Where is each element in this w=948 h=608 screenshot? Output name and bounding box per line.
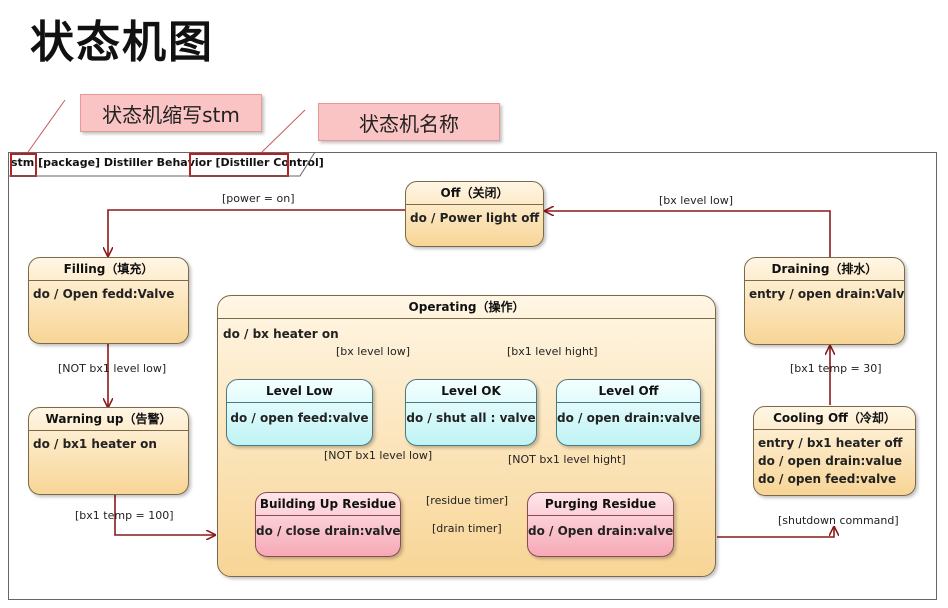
- state-activity: do / Open drain:valve: [528, 524, 674, 538]
- state-activity: do / bx heater on: [223, 327, 339, 341]
- edge-off-to-filling: [108, 209, 405, 256]
- callout-leader-name: [261, 109, 306, 153]
- state-cooling-off: Cooling Off（冷却） entry / bx1 heater off d…: [753, 406, 916, 496]
- state-activity: entry / bx1 heater off: [758, 436, 903, 450]
- state-warning-up: Warning up（告警） do / bx1 heater on: [28, 407, 189, 495]
- state-activity: do / shut all : valve: [406, 411, 536, 425]
- state-purging-residue: Purging Residue do / Open drain:valve: [527, 492, 674, 557]
- guard-power-on: [power = on]: [222, 192, 295, 205]
- state-activity: do / open feed:valve: [230, 411, 369, 425]
- state-off: Off（关闭） do / Power light off: [405, 181, 544, 247]
- state-activity: do / bx1 heater on: [33, 437, 157, 451]
- state-level-low: Level Low do / open feed:valve: [226, 379, 373, 446]
- frame-tab: [8, 151, 316, 177]
- state-activity: do / open drain:valve: [557, 411, 701, 425]
- state-activity: do / close drain:valve: [256, 524, 401, 538]
- guard-inner-bx-level-low: [bx level low]: [336, 345, 411, 358]
- state-activity: entry / open drain:Valve: [749, 287, 905, 301]
- guard-inner-bx1-level-hight: [bx1 level hight]: [507, 345, 598, 358]
- guard-inner-not-bx1-level-hight: [NOT bx1 level hight]: [508, 453, 626, 466]
- state-name: Building Up Residue: [256, 493, 400, 516]
- state-filling: Filling（填充） do / Open fedd:Valve: [28, 257, 189, 344]
- callout-name: 状态机名称: [318, 103, 500, 141]
- state-level-ok: Level OK do / shut all : valve: [405, 379, 537, 446]
- state-name: Operating（操作）: [218, 296, 715, 319]
- guard-drain-timer: [drain timer]: [432, 522, 502, 535]
- state-activity: do / Power light off: [410, 211, 540, 225]
- guard-shutdown-command: [shutdown command]: [778, 514, 899, 527]
- state-name: Level Off: [557, 380, 700, 403]
- frame-machine-name: [Distiller Control]: [215, 156, 324, 169]
- state-name: Purging Residue: [528, 493, 673, 516]
- state-name: Warning up（告警）: [29, 408, 188, 431]
- state-name: Filling（填充）: [29, 258, 188, 281]
- state-level-off: Level Off do / open drain:valve: [556, 379, 701, 446]
- state-name: Level OK: [406, 380, 536, 403]
- state-name: Draining（排水）: [745, 258, 904, 281]
- state-draining: Draining（排水） entry / open drain:Valve: [744, 257, 905, 345]
- frame-keyword: stm: [11, 156, 35, 169]
- state-activity-list: entry / bx1 heater off do / open drain:v…: [754, 430, 915, 488]
- state-name: Level Low: [227, 380, 372, 403]
- state-name: Off（关闭）: [406, 182, 543, 205]
- state-activity: do / open feed:valve: [758, 472, 897, 486]
- frame-package: [package] Distiller Behavior: [34, 156, 216, 169]
- frame-label: stm [package] Distiller Behavior [Distil…: [11, 156, 324, 169]
- guard-bx1-temp-30: [bx1 temp = 30]: [790, 362, 882, 375]
- state-activity: do / open drain:value: [758, 454, 903, 468]
- guard-not-bx1-level-low: [NOT bx1 level low]: [58, 362, 167, 375]
- guard-residue-timer: [residue timer]: [426, 494, 509, 507]
- edge-operating-to-cooling: [717, 527, 834, 538]
- state-activity: do / Open fedd:Valve: [33, 287, 175, 301]
- state-building-up-residue: Building Up Residue do / close drain:val…: [255, 492, 401, 557]
- page-title: 状态机图: [30, 17, 214, 68]
- guard-bx1-temp-100: [bx1 temp = 100]: [75, 509, 174, 522]
- state-name: Cooling Off（冷却）: [754, 407, 915, 430]
- callout-leader-abbrev: [27, 99, 66, 153]
- edge-warning-to-operating: [114, 495, 215, 535]
- callout-abbrev: 状态机缩写stm: [80, 94, 262, 132]
- guard-bx-level-low-top: [bx level low]: [659, 194, 734, 207]
- diagram-frame: [8, 152, 937, 600]
- guard-inner-not-bx1-level-low: [NOT bx1 level low]: [324, 449, 433, 462]
- edge-draining-to-off: [545, 211, 831, 257]
